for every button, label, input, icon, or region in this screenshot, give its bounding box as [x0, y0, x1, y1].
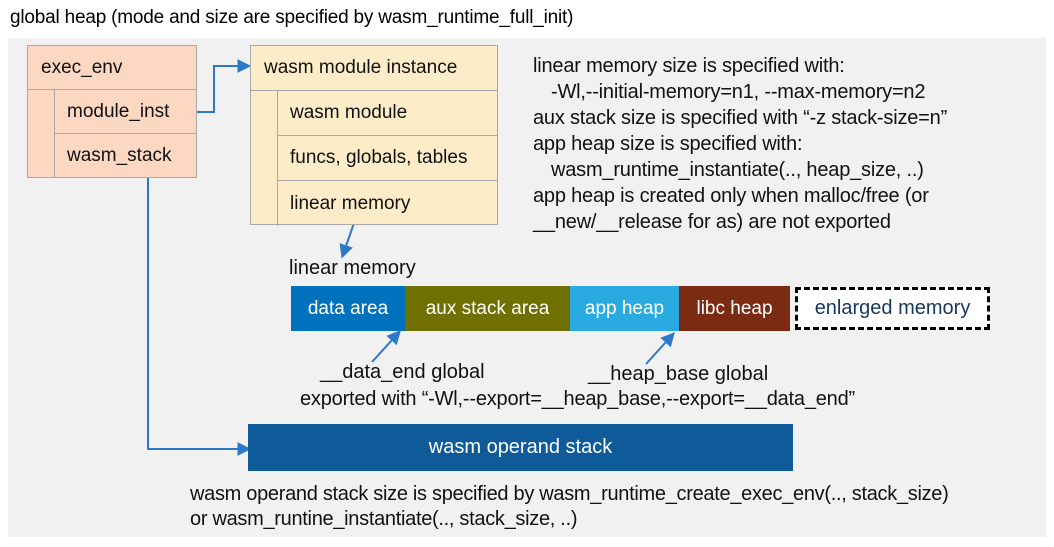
operand-stack-note-2: or wasm_runtine_instantiate(.., stack_si… [190, 508, 578, 530]
operand-stack-note-1: wasm operand stack size is specified by … [190, 483, 949, 505]
exec-env-field-module-inst: module_inst [54, 90, 196, 134]
exec-env-field-wasm-stack: wasm_stack [54, 134, 196, 178]
wasm-module-instance-box: wasm module instance wasm module funcs, … [250, 45, 498, 226]
segment-app-heap: app heap [570, 286, 679, 331]
wasm-operand-stack-bar: wasm operand stack [248, 424, 793, 471]
note-line-6: app heap is created only when malloc/fre… [533, 185, 929, 207]
segment-libc-heap: libc heap [679, 286, 790, 331]
exec-env-fields: module_inst wasm_stack [54, 90, 196, 178]
note-line-4: app heap size is specified with: [533, 133, 803, 155]
note-line-3: aux stack size is specified with “-z sta… [533, 107, 948, 129]
wasm-module-instance-title: wasm module instance [251, 46, 497, 91]
wasm-module-instance-fields: wasm module funcs, globals, tables linea… [277, 91, 497, 226]
wasm-operand-stack-label: wasm operand stack [428, 436, 613, 458]
note-line-5: wasm_runtime_instantiate(.., heap_size, … [551, 159, 924, 181]
note-line-7: __new/__release for as) are not exported [533, 211, 891, 233]
field-wasm-module: wasm module [277, 91, 497, 136]
heap-base-global-label: __heap_base global [588, 363, 769, 385]
segment-aux-stack-area: aux stack area [405, 286, 570, 331]
field-linear-memory: linear memory [277, 181, 497, 226]
linear-memory-bar: data area aux stack area app heap libc h… [291, 286, 790, 331]
segment-enlarged-memory: enlarged memory [795, 287, 990, 330]
linear-memory-label: linear memory [289, 257, 416, 279]
data-end-global-label: __data_end global [320, 361, 485, 383]
field-funcs-globals-tables: funcs, globals, tables [277, 136, 497, 181]
segment-data-area: data area [291, 286, 405, 331]
diagram-title: global heap (mode and size are specified… [10, 7, 574, 28]
exec-env-box: exec_env module_inst wasm_stack [27, 45, 197, 178]
exported-with-label: exported with “-Wl,--export=__heap_base,… [300, 388, 855, 410]
note-line-2: -Wl,--initial-memory=n1, --max-memory=n2 [551, 81, 926, 103]
note-line-1: linear memory size is specified with: [533, 55, 845, 77]
notes-block: linear memory size is specified with: -W… [533, 53, 947, 235]
exec-env-title: exec_env [28, 46, 196, 90]
